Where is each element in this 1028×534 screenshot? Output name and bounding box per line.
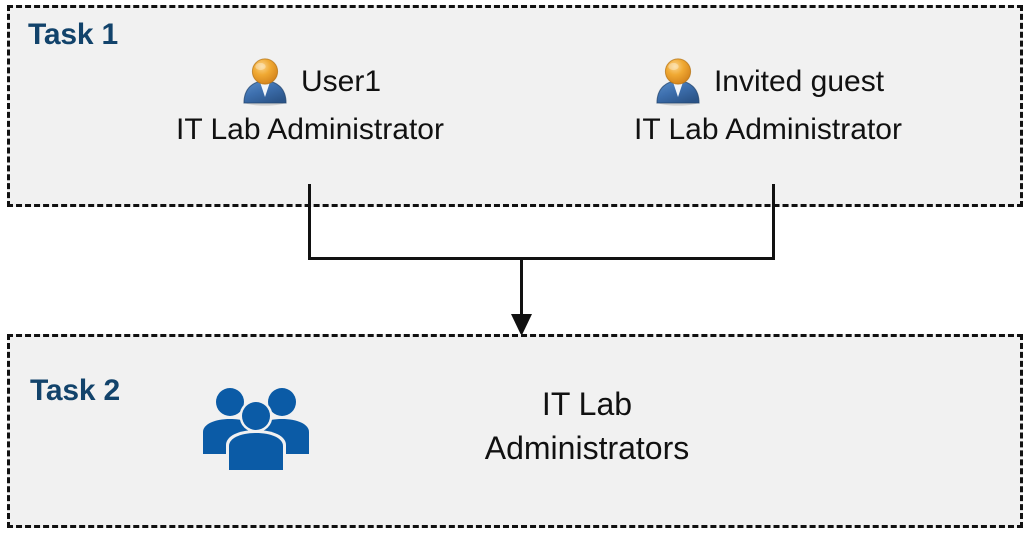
person-name: User1: [300, 65, 382, 98]
user-avatar-icon: [656, 58, 700, 106]
group-name: IT Lab Administrators: [354, 382, 860, 470]
person-role: IT Lab Administrator: [176, 113, 444, 146]
task-1-container: [7, 5, 1023, 207]
person-entry-invited-guest: Invited guest IT Lab Administrator: [588, 56, 948, 152]
person-role-row: IT Lab Administrator: [130, 108, 490, 152]
task-2-container: [7, 334, 1023, 528]
task-1-label: Task 1: [28, 18, 118, 51]
down-arrow-icon: [511, 314, 532, 336]
person-name-row: User1: [130, 56, 490, 108]
person-name-row: Invited guest: [588, 56, 948, 108]
group-entry: IT Lab Administrators: [200, 382, 860, 470]
person-role-row: IT Lab Administrator: [588, 108, 948, 152]
person-name: Invited guest: [713, 65, 885, 98]
group-name-line-1: IT Lab: [541, 386, 633, 422]
user-group-icon: [203, 388, 309, 470]
task-2-label: Task 2: [30, 374, 120, 407]
person-entry-user1: User1 IT Lab Administrator: [130, 56, 490, 152]
person-role: IT Lab Administrator: [634, 113, 902, 146]
user-avatar-icon: [243, 58, 287, 106]
group-name-line-2: Administrators: [484, 430, 690, 466]
